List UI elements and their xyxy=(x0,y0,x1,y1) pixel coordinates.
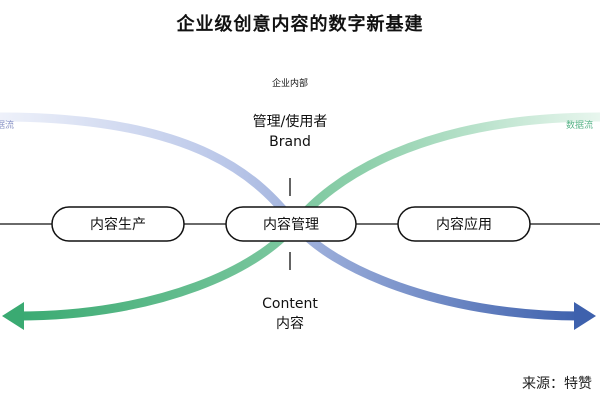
node-label-management: 内容管理 xyxy=(263,216,319,233)
top-label-line2: Brand xyxy=(269,134,311,150)
node-content-production: 内容生产 xyxy=(51,206,185,242)
node-content-management: 内容管理 xyxy=(225,206,357,242)
node-label-application: 内容应用 xyxy=(436,216,492,233)
green-arrow-head xyxy=(2,302,24,330)
scope-label: 企业内部 xyxy=(271,79,308,89)
left-stream-label: 数据流 xyxy=(0,121,14,131)
bottom-label-line2: 内容 xyxy=(276,316,304,332)
right-stream-label: 数据流 xyxy=(566,121,594,131)
source-note: 来源：特赞 xyxy=(522,376,592,392)
top-label: 管理/使用者 Brand xyxy=(0,112,580,152)
top-label-line1: 管理/使用者 xyxy=(252,114,328,130)
node-label-production: 内容生产 xyxy=(90,216,146,233)
page-title: 企业级创意内容的数字新基建 xyxy=(176,14,424,35)
node-content-application: 内容应用 xyxy=(397,206,531,242)
bottom-label: Content 内容 xyxy=(0,294,580,334)
bottom-label-line1: Content xyxy=(262,296,318,312)
blue-arrow-head xyxy=(574,302,596,330)
